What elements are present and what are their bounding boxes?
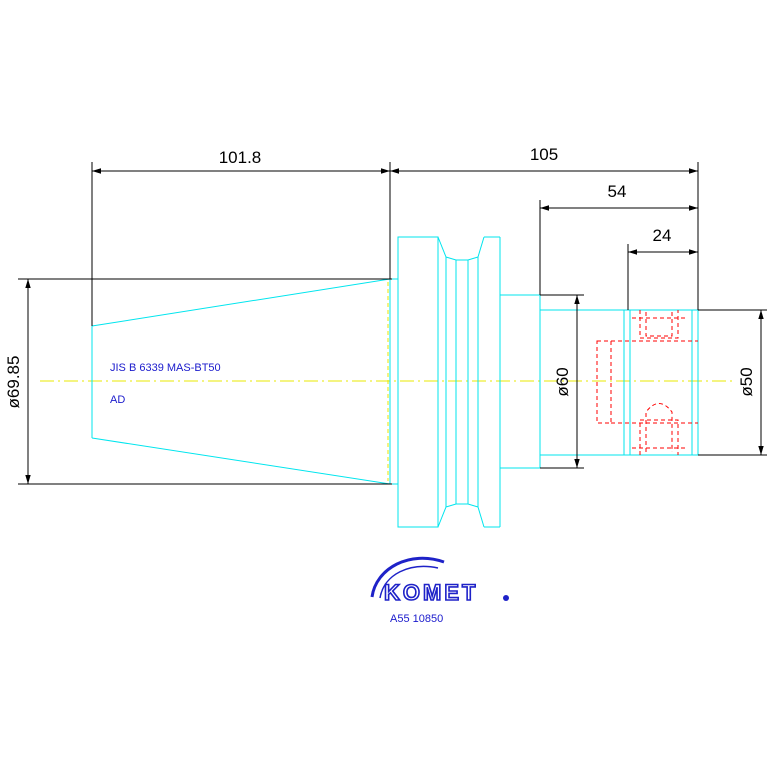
dim-taper-length: 101.8 xyxy=(219,148,262,167)
extension-lines xyxy=(18,162,767,485)
dimension-lines xyxy=(25,168,764,484)
standard-note: JIS B 6339 MAS-BT50 xyxy=(110,362,221,374)
taper-outline xyxy=(91,278,391,485)
logo-wordmark: KOMET xyxy=(384,580,478,605)
komet-logo: KOMET xyxy=(370,556,509,606)
dim-flange-diameter: ø69.85 xyxy=(4,356,23,409)
dim-bore-diameter: ø50 xyxy=(737,367,756,396)
logo-arc xyxy=(370,556,445,598)
logo-dot xyxy=(503,595,509,601)
dim-offset-24: 24 xyxy=(653,226,672,245)
dim-body-diameter: ø60 xyxy=(553,367,572,396)
coolant-note: AD xyxy=(110,394,125,406)
hidden-lines xyxy=(596,310,698,455)
dim-offset-54: 54 xyxy=(608,182,627,201)
part-number: A55 10850 xyxy=(390,613,443,625)
dim-body-length: 105 xyxy=(530,145,558,164)
body-outline xyxy=(500,294,699,469)
flange-outline xyxy=(390,236,501,528)
